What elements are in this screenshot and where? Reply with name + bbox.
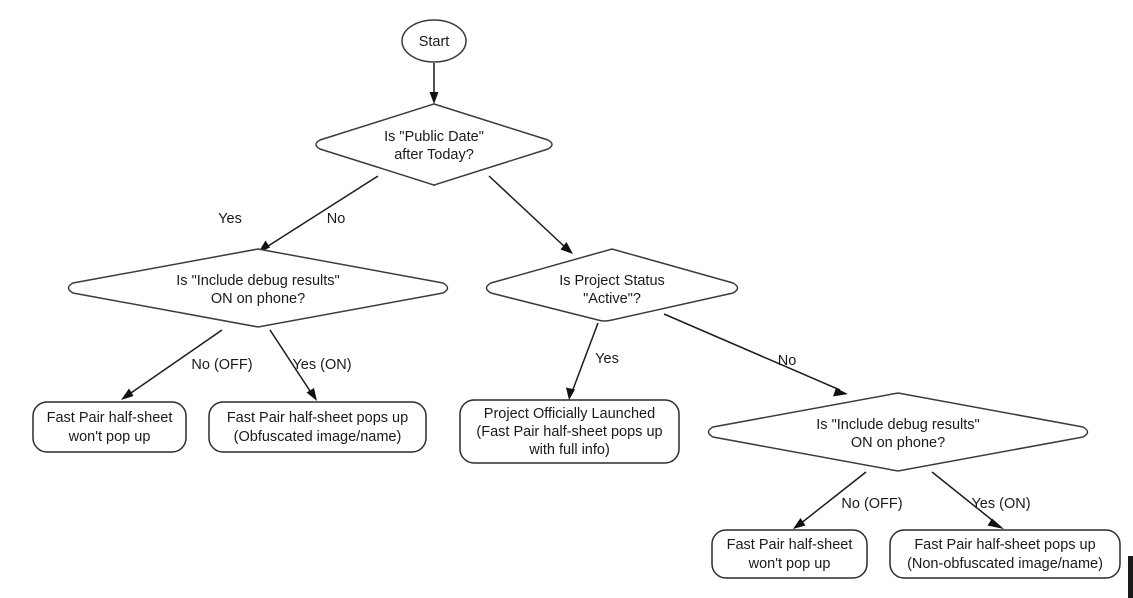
edge-label-debug-right-yes: Yes (ON) xyxy=(971,496,1030,512)
node-terminator-right-off[interactable]: Fast Pair half-sheet won't pop up xyxy=(711,529,868,579)
node-terminator-right-off-line1: Fast Pair half-sheet xyxy=(727,537,853,553)
node-terminator-left-on-line1: Fast Pair half-sheet pops up xyxy=(227,410,408,426)
node-decision-project-status-line2: "Active"? xyxy=(583,291,641,307)
node-decision-project-status-line1: Is Project Status xyxy=(559,273,665,289)
edge-project-status-no: No xyxy=(663,313,848,397)
node-terminator-left-off[interactable]: Fast Pair half-sheet won't pop up xyxy=(32,401,187,453)
edge-label-public-date-no: No xyxy=(327,211,346,227)
edge-label-debug-left-no: No (OFF) xyxy=(191,357,252,373)
node-terminator-launched-line1: Project Officially Launched xyxy=(484,406,655,422)
node-decision-debug-right-line1: Is "Include debug results" xyxy=(816,417,979,433)
node-terminator-left-off-line2: won't pop up xyxy=(68,429,151,445)
node-decision-debug-right[interactable]: Is "Include debug results" ON on phone? xyxy=(707,392,1089,472)
node-terminator-left-on[interactable]: Fast Pair half-sheet pops up (Obfuscated… xyxy=(208,401,427,453)
edge-label-debug-right-no: No (OFF) xyxy=(841,496,902,512)
node-decision-project-status[interactable]: Is Project Status "Active"? xyxy=(485,248,739,322)
node-decision-debug-left-line2: ON on phone? xyxy=(211,291,305,307)
node-terminator-left-on-line2: (Obfuscated image/name) xyxy=(234,429,402,445)
edge-label-debug-left-yes: Yes (ON) xyxy=(292,357,351,373)
edge-project-status-yes: Yes xyxy=(566,322,619,400)
node-decision-debug-left[interactable]: Is "Include debug results" ON on phone? xyxy=(67,248,449,328)
edge-label-project-status-no: No xyxy=(778,353,797,369)
node-terminator-right-on-line2: (Non-obfuscated image/name) xyxy=(907,556,1103,572)
edge-public-date-yes: Yes xyxy=(218,175,379,253)
edge-start-to-public-date xyxy=(429,63,439,104)
node-decision-public-date[interactable]: Is "Public Date" after Today? xyxy=(315,102,553,187)
node-start[interactable]: Start xyxy=(401,19,467,63)
node-decision-public-date-line2: after Today? xyxy=(394,147,474,163)
node-start-label: Start xyxy=(419,34,450,50)
edge-public-date-no: No xyxy=(327,175,573,254)
node-terminator-left-off-line1: Fast Pair half-sheet xyxy=(47,410,173,426)
edge-label-public-date-yes: Yes xyxy=(218,211,242,227)
node-terminator-launched-line3: with full info) xyxy=(528,442,610,458)
node-decision-public-date-line1: Is "Public Date" xyxy=(384,129,484,145)
edge-debug-right-yes: Yes (ON) xyxy=(931,471,1031,529)
node-terminator-right-off-line2: won't pop up xyxy=(748,556,831,572)
edge-debug-left-no: No (OFF) xyxy=(121,329,253,400)
node-terminator-right-on-line1: Fast Pair half-sheet pops up xyxy=(914,537,1095,553)
node-terminator-right-on[interactable]: Fast Pair half-sheet pops up (Non-obfusc… xyxy=(889,529,1121,579)
edge-label-project-status-yes: Yes xyxy=(595,351,619,367)
edge-debug-right-no: No (OFF) xyxy=(793,471,903,529)
right-edge-marker xyxy=(1128,556,1133,598)
node-terminator-launched[interactable]: Project Officially Launched (Fast Pair h… xyxy=(459,399,680,464)
edge-debug-left-yes: Yes (ON) xyxy=(269,329,352,401)
node-decision-debug-left-line1: Is "Include debug results" xyxy=(176,273,339,289)
node-decision-debug-right-line2: ON on phone? xyxy=(851,435,945,451)
node-terminator-launched-line2: (Fast Pair half-sheet pops up xyxy=(476,424,662,440)
